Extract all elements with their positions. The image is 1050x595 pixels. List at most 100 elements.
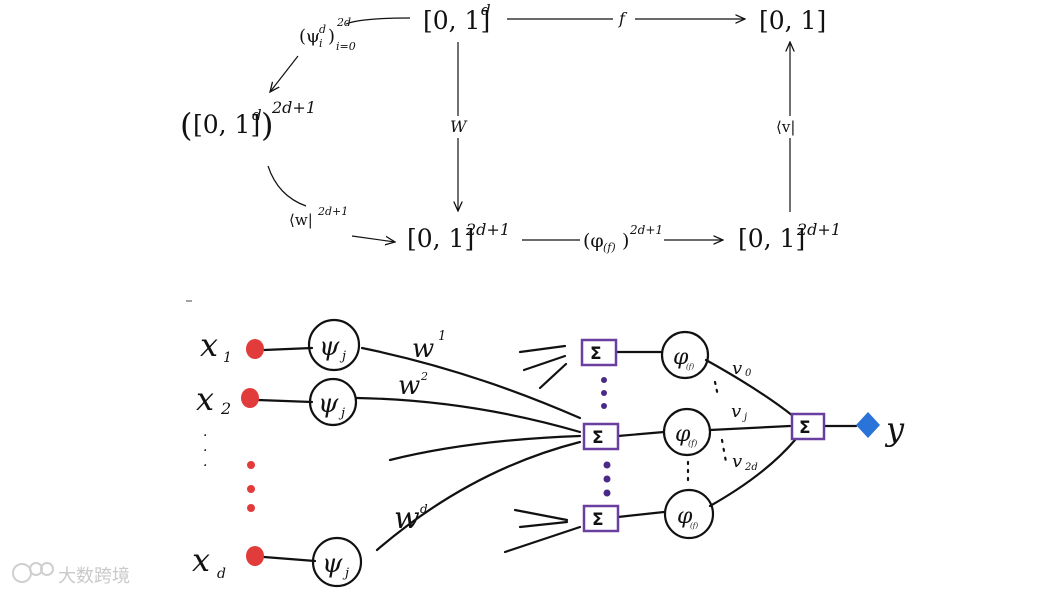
outer-weight-v2d-sub: 2d: [744, 462, 758, 473]
input-ellipsis-2: ·: [203, 443, 207, 459]
arrow-psi-range-sup: 2d: [336, 16, 351, 29]
arrow-psi-sup: d: [319, 23, 326, 36]
phi-node-3: [663, 488, 715, 540]
weight-wd: w: [394, 501, 420, 536]
edge-input1-psi: [262, 346, 314, 352]
phi-labels: φ (f) φ (f) φ (f): [673, 345, 698, 530]
sum-nodes: Σ Σ Σ Σ: [580, 338, 826, 533]
arrow-psi-range-sub: i=0: [336, 40, 356, 53]
sum-dot-6: [603, 489, 611, 497]
arrow-phi-sup: 2d+1: [629, 223, 663, 237]
arrow-psi-tip: [270, 55, 299, 92]
watermark-logo-icon: [12, 563, 32, 583]
node-unit-cube: [0, 1]: [423, 6, 490, 35]
arrow-w-down-label: W: [450, 117, 468, 136]
edge-inputd-psi: [262, 555, 317, 563]
edge-fan-bot-c: [503, 525, 582, 554]
edge-phi2-out: [708, 424, 792, 432]
commutative-diagram: [0, 1] d [0, 1] ( [0, 1] d ) 2d+1 [0, 1]…: [180, 1, 841, 255]
input-x1-label: x: [200, 326, 218, 364]
sum-dot-5: [603, 475, 611, 483]
weight-w2-sup: 2: [420, 370, 428, 383]
node-unit-interval: [0, 1]: [759, 6, 826, 35]
input-dot-2: [241, 388, 259, 408]
sum-box-3: [582, 504, 620, 533]
sum-box-out: [790, 412, 826, 441]
node-product-paren-open: (: [180, 106, 192, 144]
watermark: 大数跨境: [12, 562, 130, 587]
edge-fan-bot-a: [513, 508, 569, 522]
node-unit-cube-sup: d: [481, 1, 491, 19]
phi-sub-2: (f): [688, 439, 697, 448]
arrow-phi-sub: (f): [603, 241, 616, 254]
edge-wd-a: [375, 440, 582, 552]
sum-box-1: [580, 338, 618, 367]
node-bottom-right-sup: 2d+1: [796, 220, 841, 239]
arrow-psi-top: [345, 17, 411, 25]
arrow-w-curve: [267, 165, 307, 207]
edge-fan-top-b: [522, 354, 567, 372]
phi-node-1: [660, 330, 710, 380]
sum-box-2: [582, 422, 620, 451]
weight-labels: w 1 w 2 w d: [394, 329, 446, 536]
arrow-phi-close: ): [622, 230, 629, 252]
input-dot-1: [246, 339, 264, 359]
edge-w1-a: [360, 346, 582, 420]
weight-wd-sup: d: [420, 502, 428, 516]
input-xd-label: x: [192, 541, 210, 579]
arrow-psi-sub: i: [319, 37, 323, 50]
node-product-base-sup: d: [252, 106, 262, 124]
outer-weight-v2d: v: [732, 451, 742, 472]
psi-node-d: [311, 536, 363, 588]
input-x1-sub: 1: [223, 350, 232, 366]
phi-node-2: [662, 407, 712, 457]
node-product-base: [0, 1]: [193, 110, 260, 139]
input-dot-ellipsis-2: [247, 485, 255, 493]
edge-fan-top-c: [538, 362, 568, 390]
sum-label-3: Σ: [592, 510, 604, 530]
psi-sub-1: j: [339, 349, 346, 364]
arrow-phi-open: (φ: [583, 230, 604, 252]
weight-w1-sup: 1: [438, 329, 446, 344]
watermark-text: 大数跨境: [58, 566, 130, 587]
arrow-v-up-label: ⟨v|: [776, 118, 795, 136]
outer-weight-vj-sub: j: [742, 412, 747, 423]
sum-dot-2: [601, 390, 607, 396]
arrow-f-label: f: [618, 9, 628, 28]
edge-w2-a: [355, 396, 582, 434]
psi-sub-d: j: [342, 566, 349, 581]
edge-sum3-phi: [616, 510, 666, 519]
node-product-sup: 2d+1: [271, 98, 316, 117]
outer-weight-v0: v: [732, 358, 742, 379]
node-bottom-left: [0, 1]: [407, 224, 474, 253]
input-dot-ellipsis-3: [247, 504, 255, 512]
vdots-1: [713, 380, 720, 398]
node-product-paren-close: ): [261, 106, 273, 144]
phi-label-1: φ: [673, 345, 689, 370]
edge-input2-psi: [256, 398, 314, 404]
input-x2-sub: 2: [220, 399, 231, 418]
output-diamond: [856, 412, 880, 438]
arrow-w-main: ⟨w|: [289, 211, 313, 229]
network-diagram: [256, 318, 858, 588]
node-bottom-right: [0, 1]: [738, 224, 805, 253]
psi-node-1: [307, 318, 361, 372]
input-x2-label: x: [196, 380, 214, 418]
input-ellipsis-1: ·: [203, 428, 207, 444]
arrow-psi-close: ): [328, 26, 335, 47]
outer-weight-v0-sub: 0: [745, 368, 752, 379]
weight-w1: w: [412, 334, 434, 364]
sum-label-2: Σ: [592, 428, 604, 448]
arrow-w-sup: 2d+1: [317, 205, 348, 218]
output-label: y: [884, 410, 905, 448]
input-dot-d: [246, 546, 264, 566]
sum-ellipsis: [601, 377, 611, 497]
phi-sub-1: (f): [686, 363, 694, 371]
phi-label-2: φ: [675, 422, 691, 447]
outer-weight-labels: v 0 v j v 2d: [731, 358, 758, 473]
vdots-2: [720, 438, 728, 464]
outer-weight-vj: v: [731, 401, 741, 422]
phi-label-3: φ: [677, 504, 693, 529]
psi-labels: ψ j ψ j ψ j: [318, 332, 349, 581]
